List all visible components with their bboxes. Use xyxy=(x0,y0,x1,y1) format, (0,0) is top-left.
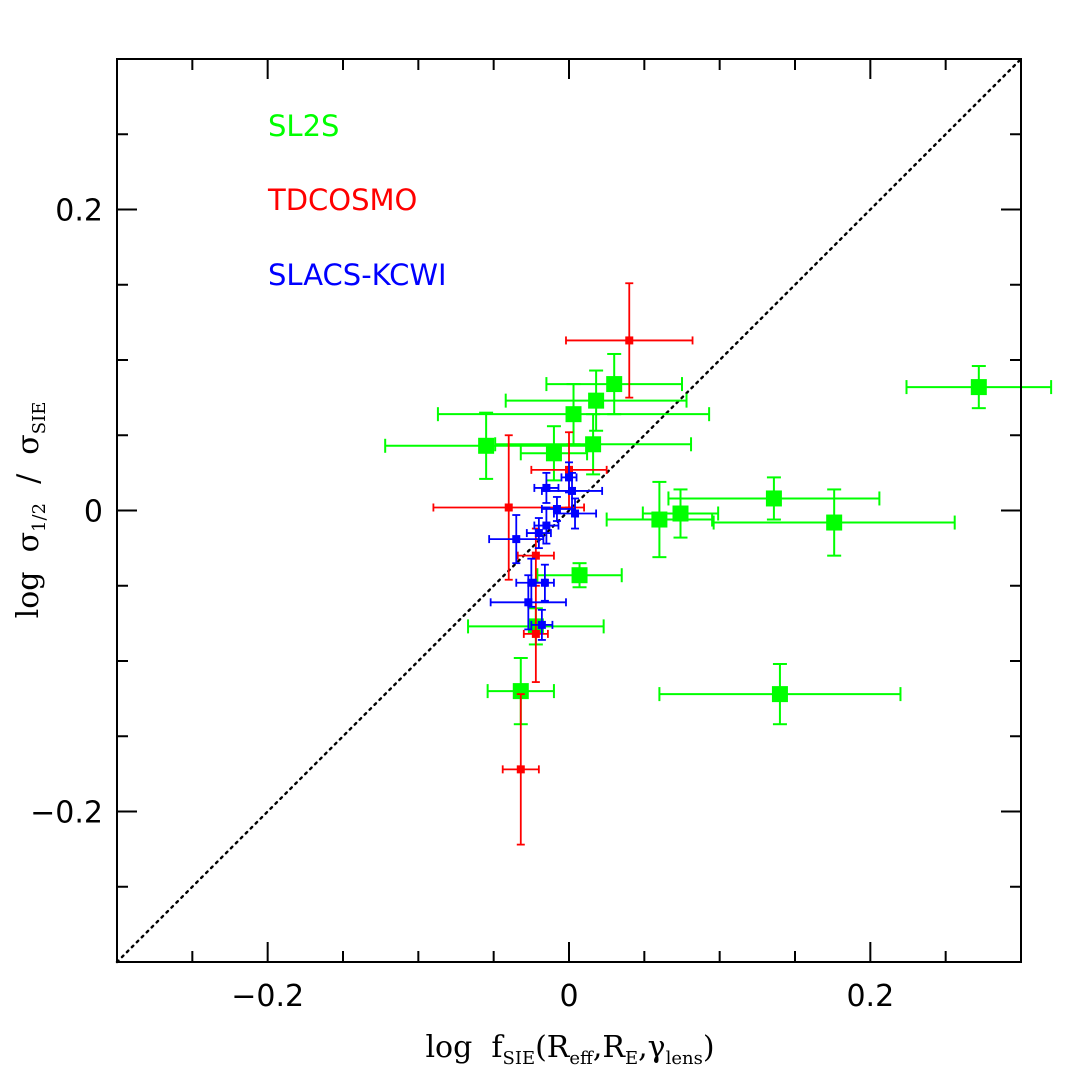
marker-square xyxy=(970,379,987,396)
data-point-slacs-kcwi xyxy=(540,496,573,522)
data-point-sl2s xyxy=(667,476,881,521)
data-point-slacs-kcwi xyxy=(488,514,545,565)
reference-layer xyxy=(115,57,1023,964)
data-point-sl2s xyxy=(494,413,693,476)
data-point-sl2s xyxy=(536,562,623,589)
x-axis-label: log fSIE(Reff,RE,γlens) xyxy=(425,1030,714,1069)
marker-square xyxy=(512,683,529,700)
legend-label-sl2s: SL2S xyxy=(268,109,339,143)
marker-square xyxy=(571,567,588,584)
marker-square xyxy=(542,483,551,492)
x-tick-label: −0.2 xyxy=(231,979,304,1014)
reference-line-y-equals-x xyxy=(115,57,1023,964)
marker-square xyxy=(537,620,546,629)
marker-square xyxy=(672,505,689,522)
marker-square xyxy=(565,473,573,482)
marker-square xyxy=(512,535,521,544)
marker-square xyxy=(534,529,543,538)
marker-square xyxy=(527,578,536,587)
data-point-sl2s xyxy=(436,383,711,446)
legend-label-tdcosmo: TDCOSMO xyxy=(267,183,417,217)
tick-labels-layer: −0.2 0 0.2 −0.2 0 0.2 xyxy=(30,194,894,1015)
marker-square xyxy=(625,336,634,345)
ticks-layer xyxy=(117,59,1021,962)
marker-square xyxy=(765,490,782,507)
data-point-slacs-kcwi xyxy=(533,506,560,545)
marker-square xyxy=(524,598,533,607)
marker-square xyxy=(771,686,788,703)
data-point-slacs-kcwi xyxy=(489,574,567,631)
y-tick-label: 0.2 xyxy=(55,194,103,229)
data-point-tdcosmo xyxy=(501,693,540,846)
data-point-sl2s xyxy=(605,480,714,559)
data-point-sl2s xyxy=(712,488,956,557)
marker-square xyxy=(516,765,525,774)
data-point-sl2s xyxy=(519,425,589,482)
marker-square xyxy=(542,521,551,530)
marker-square xyxy=(588,392,605,409)
marker-square xyxy=(585,436,602,453)
data-point-slacs-kcwi xyxy=(540,471,604,510)
marker-square xyxy=(531,629,540,638)
points-layer xyxy=(384,282,1053,846)
x-tick-label: 0 xyxy=(559,979,578,1014)
x-tick-label: 0.2 xyxy=(846,979,894,1014)
y-tick-label: 0 xyxy=(84,495,103,530)
marker-square xyxy=(568,486,577,495)
data-point-slacs-kcwi xyxy=(533,471,560,504)
marker-square xyxy=(531,551,540,560)
marker-square xyxy=(571,509,580,518)
legend: SL2S TDCOSMO SLACS-KCWI xyxy=(267,109,447,292)
y-tick-label: −0.2 xyxy=(30,796,103,831)
data-point-sl2s xyxy=(658,663,902,726)
data-point-tdcosmo xyxy=(565,282,694,399)
marker-square xyxy=(565,406,582,423)
data-point-sl2s xyxy=(504,369,688,432)
marker-square xyxy=(826,514,843,531)
marker-square xyxy=(478,437,495,454)
data-point-slacs-kcwi xyxy=(525,517,552,550)
data-point-slacs-kcwi xyxy=(530,608,554,641)
legend-label-slacs-kcwi: SLACS-KCWI xyxy=(268,258,447,292)
data-point-slacs-kcwi xyxy=(534,563,555,602)
data-point-slacs-kcwi xyxy=(553,497,598,530)
marker-square xyxy=(651,511,668,528)
marker-square xyxy=(540,578,549,587)
data-point-sl2s xyxy=(905,365,1053,410)
marker-square xyxy=(504,503,513,512)
marker-square xyxy=(545,445,562,462)
data-point-sl2s xyxy=(641,488,720,539)
marker-square xyxy=(552,504,561,513)
y-axis-label: log σ1/2 / σSIE xyxy=(11,402,50,619)
marker-square xyxy=(606,376,623,393)
